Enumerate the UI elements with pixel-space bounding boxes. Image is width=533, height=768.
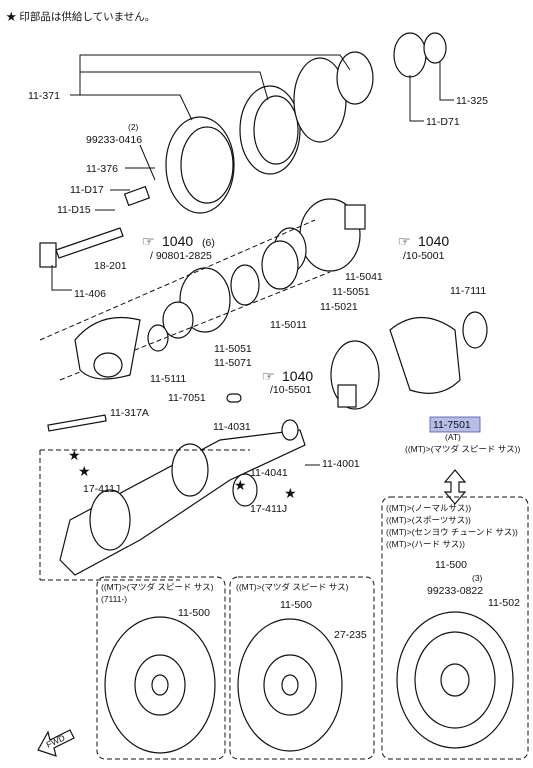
label-90801-2825: / 90801-2825: [150, 250, 212, 262]
label-11-5111: 11-5111: [150, 373, 186, 385]
star-2: ★: [78, 463, 91, 479]
box-right: [381, 496, 529, 760]
box-mid-27-235: 27-235: [334, 629, 367, 641]
label-11-5041: 11-5041: [345, 271, 383, 283]
pulley-assembly[interactable]: [165, 32, 447, 214]
box-right-line-4: ((MT)>(ハード サス)): [386, 539, 465, 549]
box-right-qty: (3): [472, 573, 483, 583]
label-11-376: 11-376: [86, 163, 118, 175]
box-right-line-2: ((MT)>(スポーツサス)): [386, 515, 471, 525]
label-11-7501-at: (AT): [445, 432, 461, 442]
key-11-317a[interactable]: [47, 414, 107, 432]
label-11-D15: 11-D15: [57, 204, 91, 216]
flywheel-right[interactable]: [396, 611, 514, 749]
drive-plate-assembly[interactable]: [147, 198, 366, 352]
box-mid: [229, 576, 375, 760]
crankshaft[interactable]: [59, 419, 306, 576]
label-11-D71: 11-D71: [426, 116, 460, 128]
box-right-line-1: ((MT)>(ノーマルサス)): [386, 503, 471, 513]
box-right-line-3: ((MT)>(センヨウ チューンド サス)): [386, 527, 518, 537]
label-11-371: 11-371: [28, 90, 60, 102]
label-17-411J-b: 17-411J: [250, 503, 287, 515]
label-10-5001: /10-5001: [403, 250, 445, 262]
label-11-4041: 11-4041: [250, 467, 288, 479]
label-11-4001: 11-4001: [322, 458, 360, 470]
label-11-5021: 11-5021: [320, 301, 358, 313]
label-ref-1040-b[interactable]: 1040: [418, 233, 449, 249]
label-99233-0416-qty: (2): [128, 122, 139, 132]
notice-text: ★ 印部品は供給していません。: [6, 10, 155, 23]
oil-seal[interactable]: [462, 311, 488, 349]
label-18-201: 18-201: [94, 260, 127, 272]
label-11-7051: 11-7051: [168, 392, 206, 404]
label-11-5051-a: 11-5051: [332, 286, 370, 298]
box-left-title: ((MT)>(マツダ スピード サス): [101, 582, 214, 592]
highlight-11-7501: [429, 416, 481, 433]
flexplate[interactable]: [330, 317, 461, 410]
label-99233-0416: 99233-0416: [86, 134, 142, 146]
label-11-5071: 11-5071: [214, 357, 252, 369]
label-11-D17: 11-D17: [70, 184, 104, 196]
ref-icon-a: ☞: [142, 233, 155, 249]
box-mid-11-500: 11-500: [280, 599, 312, 611]
label-10-5501: /10-5501: [270, 384, 312, 396]
label-11-325: 11-325: [456, 95, 488, 107]
crank-bolt[interactable]: [39, 185, 151, 268]
label-ref-1040-c[interactable]: 1040: [282, 368, 313, 384]
label-11-7501[interactable]: 11-7501: [433, 419, 471, 431]
label-11-4031: 11-4031: [213, 421, 251, 433]
label-17-411J-a: 17-411J: [83, 483, 120, 495]
label-11-7501-note: ((MT)>(マツダ スピード サス)): [405, 444, 520, 454]
label-11-317A: 11-317A: [110, 407, 149, 419]
flywheel-left[interactable]: [104, 616, 216, 754]
box-left-sub: (7111-): [101, 594, 127, 604]
adapter-housing[interactable]: [74, 316, 141, 380]
label-ref-1040-a[interactable]: 1040: [162, 233, 193, 249]
label-ref-1040-a-qty: (6): [202, 237, 215, 249]
star-3: ★: [234, 477, 247, 493]
box-left-11-500: 11-500: [178, 607, 210, 619]
label-11-7111: 11-7111: [450, 285, 486, 297]
label-11-406: 11-406: [74, 288, 106, 300]
ref-icon-b: ☞: [398, 233, 411, 249]
label-11-5051-b: 11-5051: [214, 343, 252, 355]
ref-icon-c: ☞: [262, 368, 275, 384]
star-4: ★: [284, 485, 297, 501]
box-right-11-500: 11-500: [435, 559, 467, 571]
fwd-arrow-icon: FWD: [37, 729, 75, 757]
label-11-5011: 11-5011: [270, 319, 307, 331]
flywheel-mid[interactable]: [237, 618, 343, 752]
key-part[interactable]: [226, 393, 242, 403]
swap-arrow-icon: [443, 469, 467, 505]
box-mid-title: ((MT)>(マツダ スピード サス): [236, 582, 349, 592]
star-1: ★: [68, 447, 81, 463]
box-right-99233-0822: 99233-0822: [427, 585, 483, 597]
box-left: [96, 576, 226, 760]
box-right-11-502: 11-502: [488, 597, 520, 609]
